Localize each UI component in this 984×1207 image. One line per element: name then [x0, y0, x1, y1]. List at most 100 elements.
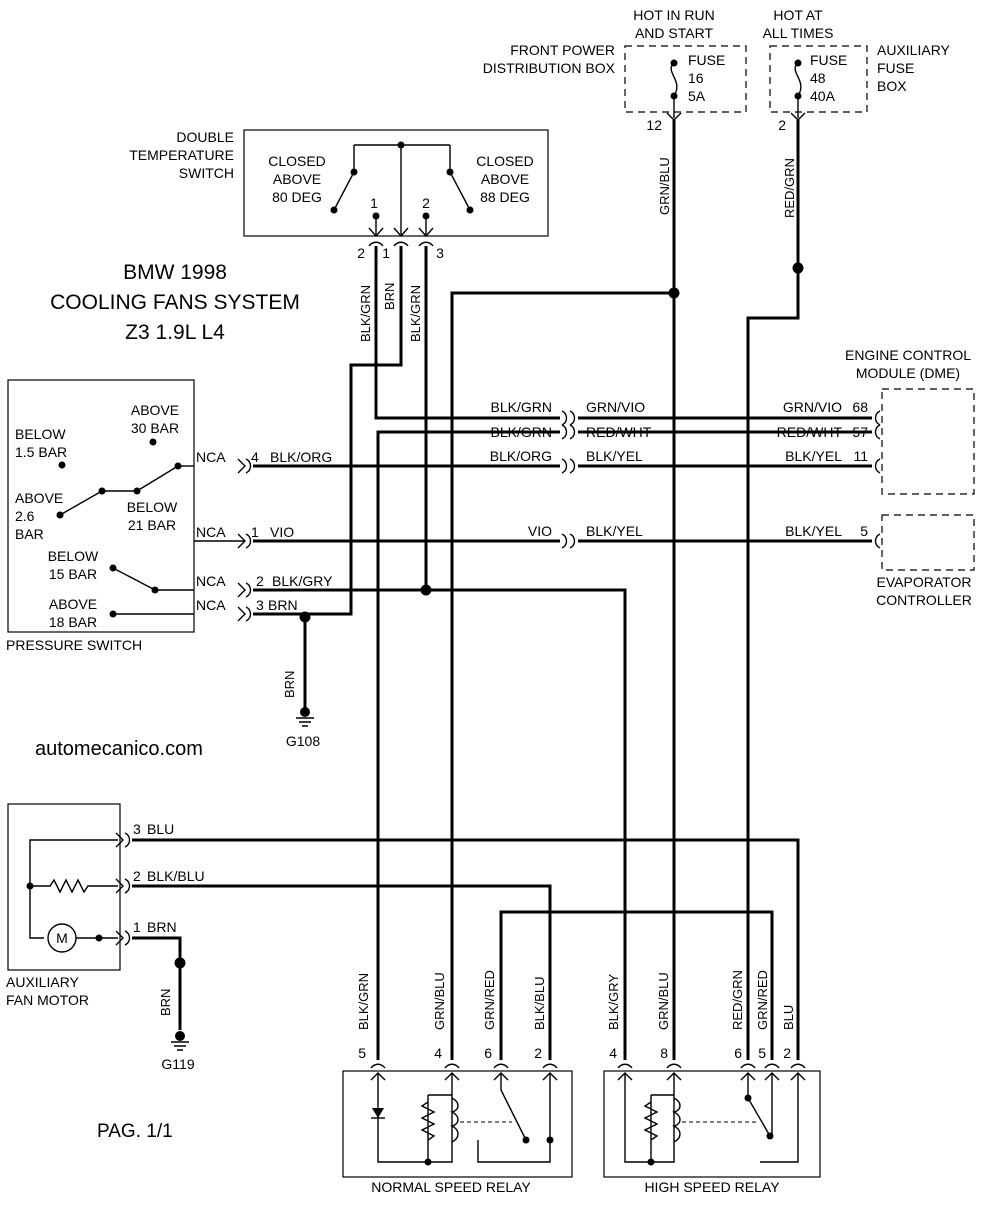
- connector-icon: [237, 458, 252, 474]
- ps-below-1-5-line1: BELOW: [15, 426, 66, 442]
- front-fuse-label: FUSE: [688, 52, 725, 68]
- ps-above-18-line1: ABOVE: [49, 596, 97, 612]
- connector-icon: [617, 1072, 806, 1081]
- auxiliary-fuse-box: HOT AT ALL TIMES AUXILIARY FUSE BOX FUSE…: [763, 7, 951, 218]
- title-line-1: BMW 1998: [123, 261, 227, 284]
- normal-wire-2: GRN/BLU: [432, 972, 447, 1030]
- dme-outline: [881, 388, 975, 495]
- pressure-switch-name: PRESSURE SWITCH: [6, 637, 142, 653]
- normal-relay-outline: [342, 1070, 573, 1178]
- conn-right-wire-4: BLK/YEL: [586, 523, 643, 539]
- ps-nca-4: NCA: [196, 597, 226, 613]
- connector-icon: [237, 533, 252, 549]
- dme-wire-3: BLK/YEL: [785, 448, 842, 464]
- fuse-48-icon: [794, 62, 802, 97]
- ps-pin-3: 3: [256, 597, 264, 613]
- connector-icon: [617, 1063, 806, 1069]
- relay-contact-icon: [769, 1073, 773, 1137]
- resistor-icon: [420, 1101, 436, 1141]
- evap-name-1: EVAPORATOR: [877, 574, 972, 590]
- watermark: automecanico.com: [35, 738, 203, 760]
- wire-harness: [132, 120, 872, 1060]
- ground-g119: BRN G119: [158, 957, 195, 1072]
- high-pin-2: 2: [783, 1045, 791, 1061]
- ps-below-15bar-line1: BELOW: [48, 548, 99, 564]
- fan-motor-outline: [7, 803, 121, 971]
- temp-wire-b: BRN: [382, 283, 397, 310]
- evaporator-controller: BLK/YEL 5 EVAPORATOR CONTROLLER: [785, 514, 975, 608]
- high-wire-1: BLK/GRY: [606, 974, 621, 1030]
- ps-above-2-6-line2: 2.6: [15, 508, 35, 524]
- dme-name-2: MODULE (DME): [856, 365, 960, 381]
- evap-wire: BLK/YEL: [785, 523, 842, 539]
- normal-relay-name: NORMAL SPEED RELAY: [371, 1179, 531, 1195]
- dme-wire-1: GRN/VIO: [783, 399, 842, 415]
- fan-pin-1: 1: [133, 919, 141, 935]
- temp-right-line-1: CLOSED: [476, 153, 534, 169]
- normal-pin-2: 2: [534, 1045, 542, 1061]
- aux-fuse-rating: 40A: [810, 88, 836, 104]
- ps-pin-4: 4: [251, 449, 259, 465]
- temp-pin-c: 3: [436, 245, 444, 261]
- dme-pin-2: 57: [852, 424, 868, 440]
- page-label: PAG. 1/1: [97, 1121, 173, 1142]
- dme-pin-3: 11: [853, 448, 868, 464]
- aux-fuse-wire-label: RED/GRN: [782, 158, 797, 218]
- high-relay-name: HIGH SPEED RELAY: [644, 1179, 780, 1195]
- aux-fuse-box-outline: [769, 45, 868, 113]
- motor-symbol: M: [56, 930, 68, 946]
- high-pin-8: 8: [660, 1045, 668, 1061]
- ps-nca-2: NCA: [196, 524, 226, 540]
- aux-fuse-number: 48: [810, 70, 826, 86]
- resistor-icon: [643, 1101, 659, 1141]
- g108-wire: BRN: [282, 671, 297, 698]
- inline-connector-icon: [561, 410, 576, 549]
- front-fuse-pin: 12: [646, 117, 662, 133]
- pressure-switch: PRESSURE SWITCH BELOW 1.5 BAR ABOVE 30 B…: [6, 379, 333, 653]
- temp-right-line-2: ABOVE: [481, 171, 529, 187]
- ground-icon: [171, 1041, 189, 1051]
- front-power-distribution-box: HOT IN RUN AND START FRONT POWER DISTRIB…: [483, 7, 747, 215]
- aux-fuse-pin: 2: [778, 117, 786, 133]
- inline-connectors: BLK/GRN BLK/GRN BLK/ORG VIO GRN/VIO RED/…: [490, 399, 652, 549]
- high-pin-5: 5: [758, 1045, 766, 1061]
- connector-icon: [370, 1072, 558, 1081]
- normal-wire-4: BLK/BLU: [532, 977, 547, 1030]
- front-fuse-header-2: AND START: [635, 25, 713, 41]
- fan-motor-name-1: AUXILIARY: [6, 974, 80, 990]
- dme-name-1: ENGINE CONTROL: [845, 347, 971, 363]
- g108-label: G108: [286, 733, 320, 749]
- relay-contact-icon: [500, 1073, 527, 1141]
- temp-contact-2: 2: [422, 195, 430, 211]
- temp-contact-1: 1: [370, 195, 378, 211]
- ps-pin-1: 1: [251, 524, 259, 540]
- front-box-name-2: DISTRIBUTION BOX: [483, 60, 616, 76]
- pressure-switch-outline: [7, 379, 195, 633]
- normal-speed-relay: BLK/GRN GRN/BLU GRN/RED BLK/BLU 5 4 6 2 …: [342, 970, 573, 1195]
- temp-left-line-3: 80 DEG: [272, 189, 322, 205]
- g119-wire: BRN: [158, 989, 173, 1016]
- diagram-title: BMW 1998 COOLING FANS SYSTEM Z3 1.9L L4: [50, 261, 300, 344]
- temp-switch-name-3: SWITCH: [179, 165, 234, 181]
- pressure-contact-15bar-icon: [112, 567, 156, 591]
- temp-switch-outline: [243, 129, 549, 237]
- connector-icon: [874, 533, 881, 549]
- front-fuse-header-1: HOT IN RUN: [633, 7, 714, 23]
- evap-pin: 5: [860, 523, 868, 539]
- aux-fuse-label: FUSE: [810, 52, 847, 68]
- high-wire-2: GRN/BLU: [656, 972, 671, 1030]
- temp-left-line-1: CLOSED: [268, 153, 326, 169]
- aux-box-name-2: FUSE: [877, 60, 914, 76]
- auxiliary-fan-motor: AUXILIARY FAN MOTOR M 3 BLU 2 BLK/BLU 1 …: [6, 803, 205, 1008]
- fan-motor-name-2: FAN MOTOR: [6, 992, 89, 1008]
- title-line-3: Z3 1.9L L4: [125, 321, 225, 344]
- connector-icon: [115, 832, 124, 946]
- dme-wire-2: RED/WHT: [777, 424, 843, 440]
- high-pin-4: 4: [609, 1045, 617, 1061]
- high-pin-6: 6: [734, 1045, 742, 1061]
- temp-wire-c: BLK/GRN: [408, 285, 423, 342]
- ps-wire-brn: BRN: [268, 597, 298, 613]
- ps-above-2-6-line1: ABOVE: [15, 490, 63, 506]
- high-relay-outline: [603, 1070, 821, 1178]
- ps-wire-blk-gry: BLK/GRY: [272, 573, 333, 589]
